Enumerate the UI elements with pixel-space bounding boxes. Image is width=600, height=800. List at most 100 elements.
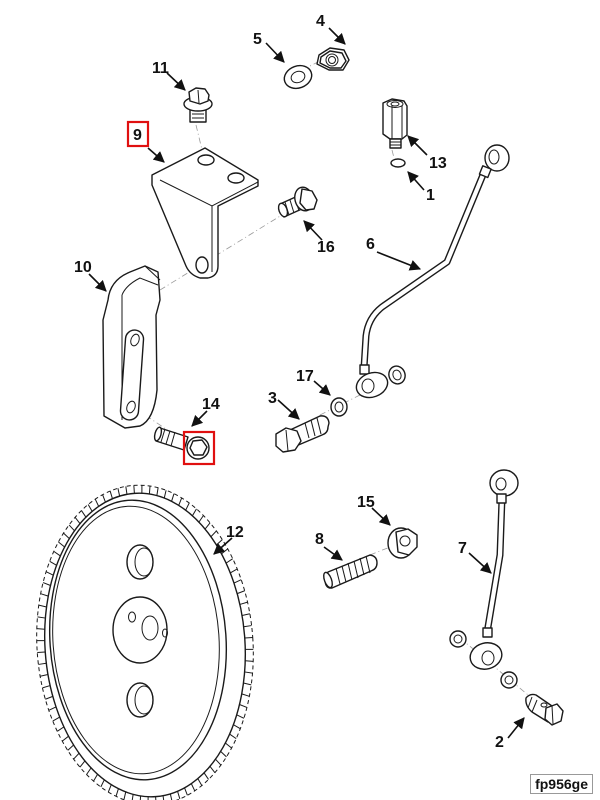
- gear-tooth: [192, 508, 197, 517]
- gear-tooth: [86, 767, 92, 775]
- callout-13[interactable]: 13: [429, 155, 447, 172]
- callout-3[interactable]: 3: [268, 390, 277, 407]
- gear-tooth: [241, 693, 250, 697]
- gear-tooth: [40, 674, 49, 677]
- gear-tooth: [221, 548, 229, 555]
- callout-8[interactable]: 8: [315, 531, 324, 548]
- gear-tooth: [133, 485, 135, 494]
- gear-tooth: [244, 636, 253, 639]
- part-3-banjo-bolt[interactable]: [275, 415, 330, 453]
- part-9-bracket[interactable]: [151, 147, 259, 279]
- gear-tooth: [94, 498, 100, 507]
- gear-tooth: [197, 778, 203, 786]
- gear-tooth: [115, 788, 119, 797]
- gear-tooth: [163, 490, 167, 499]
- part-11-flange-capscrew[interactable]: [183, 87, 213, 123]
- gear-tooth: [216, 539, 223, 546]
- gear-tooth: [225, 558, 234, 564]
- highlight-box-part-14: [182, 430, 216, 466]
- gear-tooth: [42, 582, 51, 586]
- part-15-flange-nut[interactable]: [387, 527, 418, 559]
- gear-tooth: [67, 744, 74, 751]
- gear-tooth: [229, 733, 237, 740]
- part-5-washer[interactable]: [281, 62, 315, 92]
- callout-7[interactable]: 7: [458, 540, 467, 557]
- callout-15[interactable]: 15: [357, 494, 375, 511]
- gear-tooth: [63, 532, 70, 539]
- callout-10[interactable]: 10: [74, 259, 92, 276]
- gear-tooth: [198, 515, 204, 523]
- gear-tooth: [230, 568, 238, 574]
- gear-tooth: [61, 735, 69, 742]
- gear-tooth: [185, 502, 190, 511]
- part-17-sealing-washer[interactable]: [330, 397, 348, 417]
- gear-tooth: [93, 773, 98, 782]
- part-1-o-ring[interactable]: [390, 158, 406, 168]
- gear-tooth: [245, 660, 254, 662]
- gear-tooth: [38, 662, 47, 665]
- part-10-support[interactable]: [102, 265, 161, 429]
- gear-tooth: [73, 752, 80, 760]
- gear-tooth: [244, 671, 253, 674]
- gear-tooth-tips: [36, 484, 254, 800]
- callout-16[interactable]: 16: [317, 239, 335, 256]
- gear-tooth: [203, 772, 209, 780]
- gear-tooth: [100, 779, 105, 788]
- gear-tooth: [81, 510, 87, 518]
- gear-tooth: [233, 724, 241, 730]
- gear-tooth: [109, 490, 113, 499]
- highlight-box-callout-9: [126, 120, 150, 148]
- callout-9[interactable]: 9: [133, 127, 142, 144]
- gear-tooth: [233, 579, 242, 584]
- callout-2[interactable]: 2: [495, 734, 504, 751]
- gear-tooth: [239, 601, 248, 605]
- gear-tooth: [178, 497, 183, 506]
- gear-tooth: [156, 487, 159, 496]
- gear-tooth: [236, 714, 245, 719]
- gear-teeth: [36, 484, 254, 800]
- part-12-gear[interactable]: [26, 478, 264, 800]
- part-16-flange-capscrew[interactable]: [277, 185, 318, 218]
- callout-14[interactable]: 14: [202, 396, 220, 413]
- gear-tooth: [87, 504, 93, 512]
- gear-tooth: [45, 571, 54, 576]
- gear-tooth: [117, 488, 121, 497]
- gear-tooth: [148, 486, 151, 495]
- gear-tooth: [243, 682, 252, 686]
- gear-tooth: [42, 685, 51, 689]
- gear-tooth: [237, 590, 245, 595]
- gear-tooth: [210, 530, 217, 538]
- gear-tooth: [38, 604, 47, 608]
- gear-tooth: [102, 494, 106, 503]
- gear-tooth: [52, 716, 60, 722]
- highlight-boxes: [126, 120, 216, 466]
- gear-tooth: [215, 758, 222, 766]
- callout-12[interactable]: 12: [226, 524, 244, 541]
- callout-leaders: [88, 27, 525, 739]
- callout-11[interactable]: 11: [152, 60, 169, 77]
- callout-5[interactable]: 5: [253, 31, 262, 48]
- part-6-fuel-tube[interactable]: [353, 144, 510, 402]
- callout-6[interactable]: 6: [366, 236, 375, 253]
- gear-tooth: [184, 787, 188, 796]
- gear-tooth: [209, 766, 216, 773]
- gear-tooth: [56, 726, 65, 732]
- gear-tooth: [79, 760, 86, 768]
- gear-tooth: [241, 613, 250, 616]
- part-8-stud[interactable]: [322, 554, 378, 589]
- gear-tooth: [36, 628, 45, 630]
- part-7-fuel-tube[interactable]: [449, 469, 519, 689]
- gear-tooth: [243, 625, 252, 628]
- part-4-hex-nut[interactable]: [316, 47, 350, 71]
- gear-tooth: [48, 706, 57, 711]
- part-13-adapter-fitting[interactable]: [382, 98, 408, 149]
- gear-tooth: [169, 793, 173, 800]
- gear-tooth: [220, 751, 227, 758]
- gear-tooth: [45, 695, 53, 700]
- callout-4[interactable]: 4: [316, 13, 325, 30]
- gear-tooth: [171, 493, 175, 502]
- part-2-banjo-bolt[interactable]: [525, 693, 564, 726]
- callout-17[interactable]: 17: [296, 368, 314, 385]
- callout-1[interactable]: 1: [426, 187, 435, 204]
